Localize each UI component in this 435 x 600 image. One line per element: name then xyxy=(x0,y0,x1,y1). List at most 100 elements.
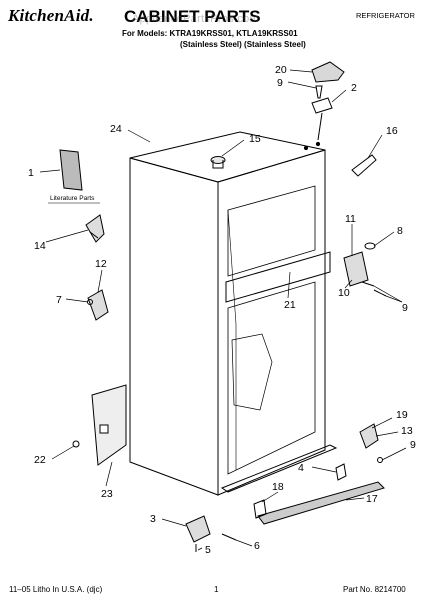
cabinet-front-frame xyxy=(217,149,326,496)
left-hinge-bracket xyxy=(85,214,105,243)
cabinet-inner-upper xyxy=(227,185,316,277)
bottom-hinge xyxy=(185,515,211,543)
toe-kick xyxy=(257,481,385,525)
leader-23 xyxy=(105,461,113,487)
callout-17: 17 xyxy=(366,493,378,505)
leader-14 xyxy=(45,229,89,243)
brand-logo: KitchenAid. xyxy=(8,6,94,25)
leader-9b-b xyxy=(385,295,403,303)
leader-6 xyxy=(235,539,253,547)
callout-9c: 9 xyxy=(410,439,416,451)
center-hinge-screw-b xyxy=(373,289,387,297)
callout-24: 24 xyxy=(110,123,122,135)
callout-10: 10 xyxy=(338,287,350,299)
clip-18 xyxy=(253,499,267,519)
callout-23: 23 xyxy=(101,488,113,500)
callout-3: 3 xyxy=(150,513,156,525)
callout-1: 1 xyxy=(28,167,34,179)
leader-24 xyxy=(127,129,151,143)
leader-3 xyxy=(161,518,187,527)
leader-2 xyxy=(331,89,347,103)
leader-8 xyxy=(373,231,395,247)
leader-21 xyxy=(287,271,291,299)
callout-5: 5 xyxy=(205,544,211,556)
footer-part-number: Part No. 8214700 xyxy=(343,585,406,594)
leader-7 xyxy=(65,298,89,303)
model-line-1: For Models: KTRA19KRSS01, KTLA19KRSS01 xyxy=(122,29,298,38)
leader-5 xyxy=(197,547,203,551)
leader-12 xyxy=(97,269,103,293)
callout-21: 21 xyxy=(284,299,296,311)
bottom-rail xyxy=(220,444,338,493)
literature-parts-label: Literature Parts xyxy=(50,195,95,202)
hinge-hole-b xyxy=(315,141,321,147)
leader-10 xyxy=(344,279,353,289)
callout-7: 7 xyxy=(56,294,62,306)
leader-1 xyxy=(39,169,61,173)
callout-6: 6 xyxy=(254,540,260,552)
leader-15 xyxy=(221,139,245,157)
leader-22 xyxy=(51,445,75,460)
bottom-hinge-bolt xyxy=(221,533,237,541)
cabinet-plug-stem xyxy=(212,160,224,169)
top-hinge-cover xyxy=(311,61,345,83)
callout-9b: 9 xyxy=(402,302,408,314)
center-hinge xyxy=(343,251,369,287)
model-line-2: (Stainless Steel) (Stainless Steel) xyxy=(180,40,306,49)
leader-9b-a xyxy=(373,285,403,303)
model-list: For Models: KTRA19KRSS01, KTLA19KRSS01 (… xyxy=(122,28,306,50)
callout-16: 16 xyxy=(386,125,398,137)
cabinet-side-left xyxy=(129,157,219,496)
leader-9a xyxy=(287,81,317,89)
left-hinge-pin xyxy=(89,231,99,239)
liner-step xyxy=(231,333,273,411)
center-hinge-screw-a xyxy=(361,281,375,287)
leader-18 xyxy=(261,491,279,503)
center-hinge-washer xyxy=(364,242,376,250)
callout-9: 9 xyxy=(277,77,283,89)
footer-litho: 11–05 Litho In U.S.A. (djc) xyxy=(9,585,103,594)
left-lower-hinge xyxy=(87,289,109,321)
leader-19 xyxy=(371,417,393,429)
callout-19: 19 xyxy=(396,409,408,421)
callout-2: 2 xyxy=(351,82,357,94)
callout-8: 8 xyxy=(397,225,403,237)
divider-mullion xyxy=(225,251,331,303)
cabinet-plug-top xyxy=(210,156,226,164)
leader-lines xyxy=(39,69,407,551)
callout-13: 13 xyxy=(401,425,413,437)
leader-9c xyxy=(381,447,407,461)
leader-17 xyxy=(345,497,365,501)
cabinet-top xyxy=(129,131,326,183)
lower-right-hinge xyxy=(359,423,379,449)
lower-right-hinge-screw xyxy=(377,457,383,463)
callout-12: 12 xyxy=(95,258,107,270)
hinge-hole-a xyxy=(303,145,309,151)
callout-4: 4 xyxy=(298,462,304,474)
watermark: AppliancePartsPros.com xyxy=(132,13,260,25)
callout-22: 22 xyxy=(34,454,46,466)
callout-14: 14 xyxy=(34,240,46,252)
callout-11: 11 xyxy=(345,213,356,225)
bracket-4 xyxy=(335,463,347,481)
top-hinge-screw xyxy=(315,85,323,99)
liner-edge-a xyxy=(227,209,237,325)
toe-grille-panel xyxy=(91,384,127,466)
leader-4 xyxy=(311,466,337,473)
page-title: CABINET PARTS xyxy=(124,7,261,26)
literature-booklet xyxy=(59,149,83,191)
door-stop-clip xyxy=(351,154,377,177)
cabinet-inner-lower xyxy=(227,281,316,475)
top-hinge xyxy=(311,97,333,114)
leader-20 xyxy=(289,69,313,73)
toe-grille-screw xyxy=(72,440,80,448)
leader-16 xyxy=(367,134,383,159)
top-hinge-pin xyxy=(317,112,323,141)
callout-18: 18 xyxy=(272,481,284,493)
callout-20: 20 xyxy=(275,64,287,76)
toe-grille-hole xyxy=(99,424,109,434)
footer-page-number: 1 xyxy=(214,585,219,594)
leader-13 xyxy=(375,431,399,437)
section-label: REFRIGERATOR xyxy=(356,11,415,20)
